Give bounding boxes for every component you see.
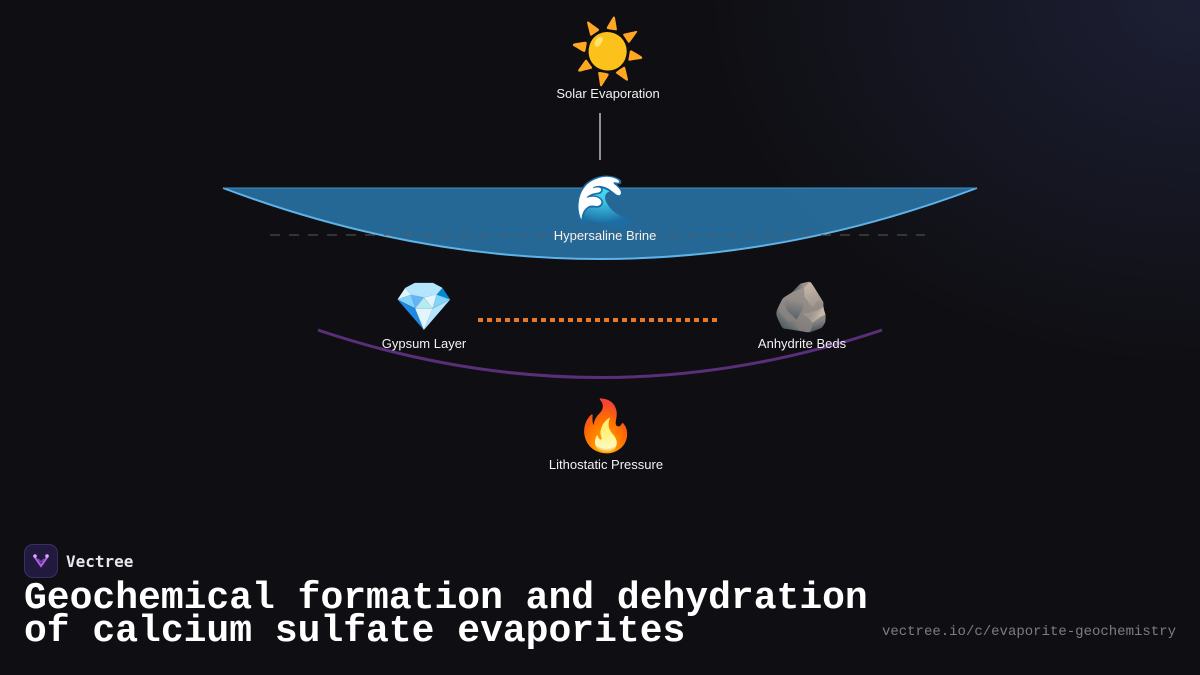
fire-icon: 🔥 [574, 398, 638, 454]
sediment-arc [317, 328, 883, 379]
vectree-logo-icon [24, 544, 58, 578]
node-label: Lithostatic Pressure [548, 457, 664, 472]
node-label: Solar Evaporation [556, 86, 660, 101]
node-solar-evaporation: ☀️ Solar Evaporation [556, 18, 660, 102]
source-url[interactable]: vectree.io/c/evaporite-geochemistry [881, 624, 1176, 640]
node-anhydrite-beds: 🪨 Anhydrite Beds [757, 281, 847, 352]
node-gypsum-layer: 💎 Gypsum Layer [381, 281, 467, 352]
node-label: Gypsum Layer [381, 336, 467, 351]
brine-basin-edge [222, 187, 978, 260]
node-label: Hypersaline Brine [553, 228, 657, 243]
wave-icon: 🌊 [573, 173, 637, 229]
gem-icon: 💎 [394, 281, 454, 334]
brand-name: Vectree [66, 551, 134, 571]
rock-icon: 🪨 [772, 281, 832, 334]
brand: Vectree [24, 544, 133, 578]
node-lithostatic-pressure: 🔥 Lithostatic Pressure [549, 401, 663, 472]
node-hypersaline-brine: 🌊 Hypersaline Brine [554, 176, 657, 243]
page-title: Geochemical formation and dehydration of… [24, 577, 868, 653]
sun-icon: ☀️ [569, 18, 647, 87]
node-label: Anhydrite Beds [757, 336, 847, 351]
